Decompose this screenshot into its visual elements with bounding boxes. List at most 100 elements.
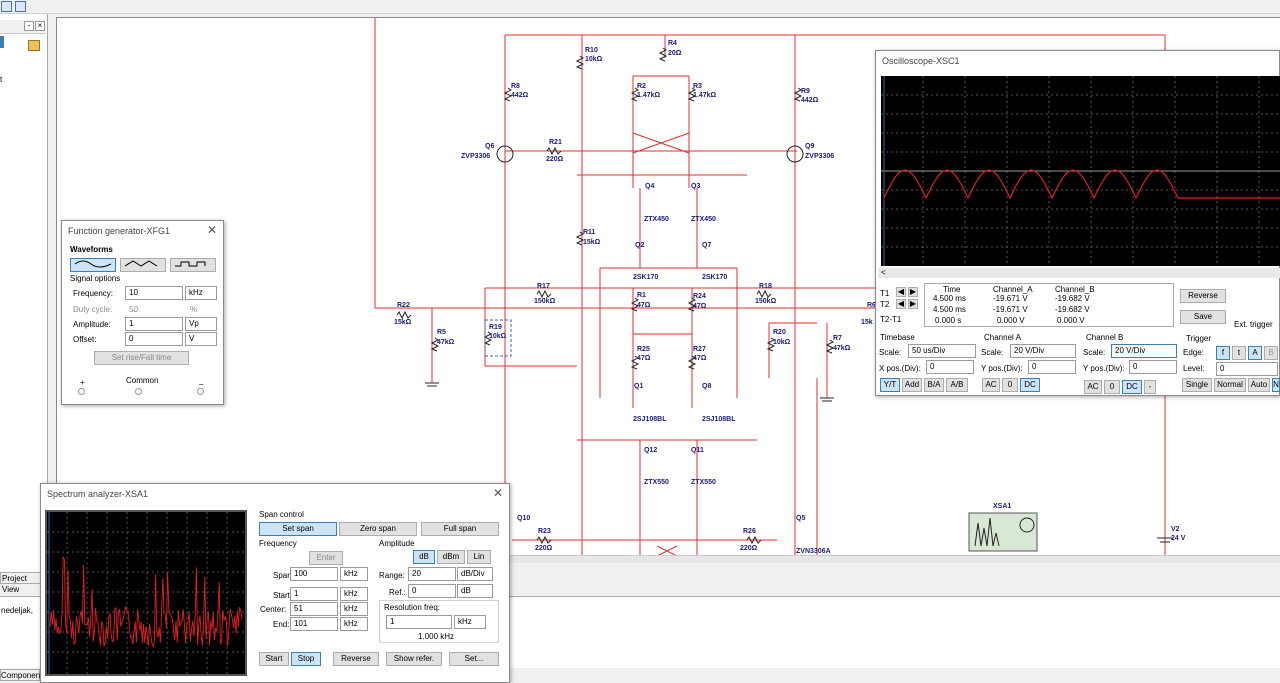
save-button[interactable]: Save — [1180, 310, 1226, 324]
ab-button[interactable]: A/B — [946, 378, 968, 392]
channel-b-zero-button[interactable]: 0 — [1104, 380, 1120, 394]
channel-a-scale-input[interactable]: 20 V/Div — [1010, 344, 1076, 358]
channel-a-dc-button[interactable]: DC — [1020, 378, 1040, 392]
none-button[interactable]: N — [1272, 378, 1280, 392]
center-input[interactable]: 51 — [290, 602, 338, 616]
channel-b-minus-button[interactable]: - — [1144, 380, 1156, 394]
t2-right-arrow-icon[interactable]: ▶ — [908, 299, 918, 309]
tree-item-label[interactable]: t — [0, 75, 3, 84]
channel-b-ac-button[interactable]: AC — [1084, 380, 1102, 394]
channel-a-scale-label: Scale: — [981, 348, 1004, 357]
project-view-tab[interactable]: Project View — [0, 572, 42, 594]
amplitude-group-label: Amplitude — [379, 539, 415, 548]
minus-terminal[interactable] — [197, 388, 204, 395]
lin-button[interactable]: Lin — [467, 550, 491, 564]
ba-button[interactable]: B/A — [924, 378, 944, 392]
full-span-button[interactable]: Full span — [421, 522, 499, 536]
panel-header — [0, 20, 46, 34]
start-button[interactable]: Start — [259, 652, 289, 666]
screen-scrollbar[interactable]: < — [878, 268, 1280, 278]
triangle-icon — [124, 260, 158, 267]
single-button[interactable]: Single — [1182, 378, 1212, 392]
x-pos-input[interactable]: 0 — [926, 360, 974, 374]
channel-b-scale-label: Scale: — [1083, 348, 1106, 357]
close-icon[interactable]: ✕ — [206, 223, 217, 237]
t2-left-arrow-icon[interactable]: ◀ — [896, 299, 906, 309]
folder-icon[interactable] — [28, 40, 40, 51]
value-r2: 1.47kΩ — [637, 92, 661, 99]
set-span-button[interactable]: Set span — [259, 522, 337, 536]
level-input[interactable]: 0 — [1216, 362, 1278, 376]
range-input[interactable]: 20 — [408, 567, 456, 581]
plus-terminal[interactable] — [78, 388, 85, 395]
range-unit[interactable]: dB/Div — [457, 567, 493, 581]
label-v2: V2 — [1171, 526, 1180, 533]
db-button[interactable]: dB — [413, 550, 435, 564]
channel-b-ypos-input[interactable]: 0 — [1129, 360, 1177, 374]
channel-a-zero-button[interactable]: 0 — [1002, 378, 1018, 392]
triangle-wave-button[interactable] — [120, 258, 166, 272]
yt-button[interactable]: Y/T — [880, 378, 900, 392]
channel-a-ypos-input[interactable]: 0 — [1028, 360, 1076, 374]
offset-unit[interactable]: V — [185, 332, 217, 346]
duty-cycle-label: Duty cycle: — [73, 305, 113, 314]
frequency-unit[interactable]: kHz — [185, 286, 217, 300]
part-q4: ZTX450 — [644, 216, 669, 223]
toolbar-icon-a[interactable] — [1, 1, 12, 12]
components-tab[interactable]: Components — [0, 669, 47, 681]
t1-right-arrow-icon[interactable]: ▶ — [908, 287, 918, 297]
dbm-button[interactable]: dBm — [437, 550, 465, 564]
frequency-input[interactable]: 10 — [125, 286, 183, 300]
amplitude-input[interactable]: 1 — [125, 317, 183, 331]
label-q5: Q5 — [796, 515, 805, 522]
start-unit[interactable]: kHz — [340, 587, 368, 601]
label-q6: Q6 — [485, 143, 494, 150]
spectrum-reverse-button[interactable]: Reverse — [333, 652, 379, 666]
label-q7: Q7 — [702, 242, 711, 249]
resolution-input[interactable]: 1 — [386, 615, 452, 629]
channel-b-dc-button[interactable]: DC — [1122, 380, 1142, 394]
enter-button[interactable]: Enter — [309, 551, 343, 565]
reverse-button[interactable]: Reverse — [1180, 289, 1226, 303]
trigger-a-button[interactable]: A — [1248, 346, 1262, 360]
stop-button[interactable]: Stop — [291, 652, 321, 666]
auto-button[interactable]: Auto — [1248, 378, 1270, 392]
close-icon[interactable]: ✕ — [492, 486, 503, 500]
normal-button[interactable]: Normal — [1214, 378, 1246, 392]
span-control-label: Span control — [259, 510, 304, 519]
label-q2: Q2 — [635, 242, 644, 249]
t1-left-arrow-icon[interactable]: ◀ — [896, 287, 906, 297]
close-icon[interactable]: × — [35, 21, 45, 31]
channel-a-ac-button[interactable]: AC — [982, 378, 1000, 392]
amplitude-unit[interactable]: Vp — [185, 317, 217, 331]
trigger-b-button[interactable]: B — [1264, 346, 1278, 360]
edge-falling-button[interactable]: t — [1232, 346, 1246, 360]
span-unit[interactable]: kHz — [340, 567, 368, 581]
ref-input[interactable]: 0 — [408, 584, 456, 598]
function-generator-window: Function generator-XFG1 ✕ Waveforms Sign… — [61, 220, 224, 405]
start-input[interactable]: 1 — [290, 587, 338, 601]
set-button[interactable]: Set... — [449, 652, 499, 666]
end-input[interactable]: 101 — [290, 617, 338, 631]
center-unit[interactable]: kHz — [340, 602, 368, 616]
minimize-icon[interactable]: - — [24, 21, 34, 31]
sine-wave-button[interactable] — [70, 258, 116, 272]
offset-input[interactable]: 0 — [125, 332, 183, 346]
scroll-left-icon[interactable]: < — [881, 268, 886, 277]
canvas-horizontal-scrollbar[interactable] — [56, 555, 1280, 563]
channel-b-scale-input[interactable]: 20 V/Div — [1111, 344, 1177, 358]
show-refer-button[interactable]: Show refer. — [386, 652, 442, 666]
add-button[interactable]: Add — [902, 378, 922, 392]
square-wave-button[interactable] — [170, 258, 216, 272]
edge-rising-button[interactable]: f — [1216, 346, 1230, 360]
resolution-unit[interactable]: kHz — [454, 615, 486, 629]
ref-unit[interactable]: dB — [457, 584, 493, 598]
zero-span-button[interactable]: Zero span — [339, 522, 417, 536]
toolbar-icon-b[interactable] — [15, 1, 26, 12]
set-rise-fall-button[interactable]: Set rise/Fall time — [94, 351, 189, 365]
value-r22: 15kΩ — [394, 319, 412, 326]
span-input[interactable]: 100 — [290, 567, 338, 581]
common-terminal[interactable] — [135, 388, 142, 395]
end-unit[interactable]: kHz — [340, 617, 368, 631]
timebase-scale-input[interactable]: 50 us/Div — [908, 344, 976, 358]
